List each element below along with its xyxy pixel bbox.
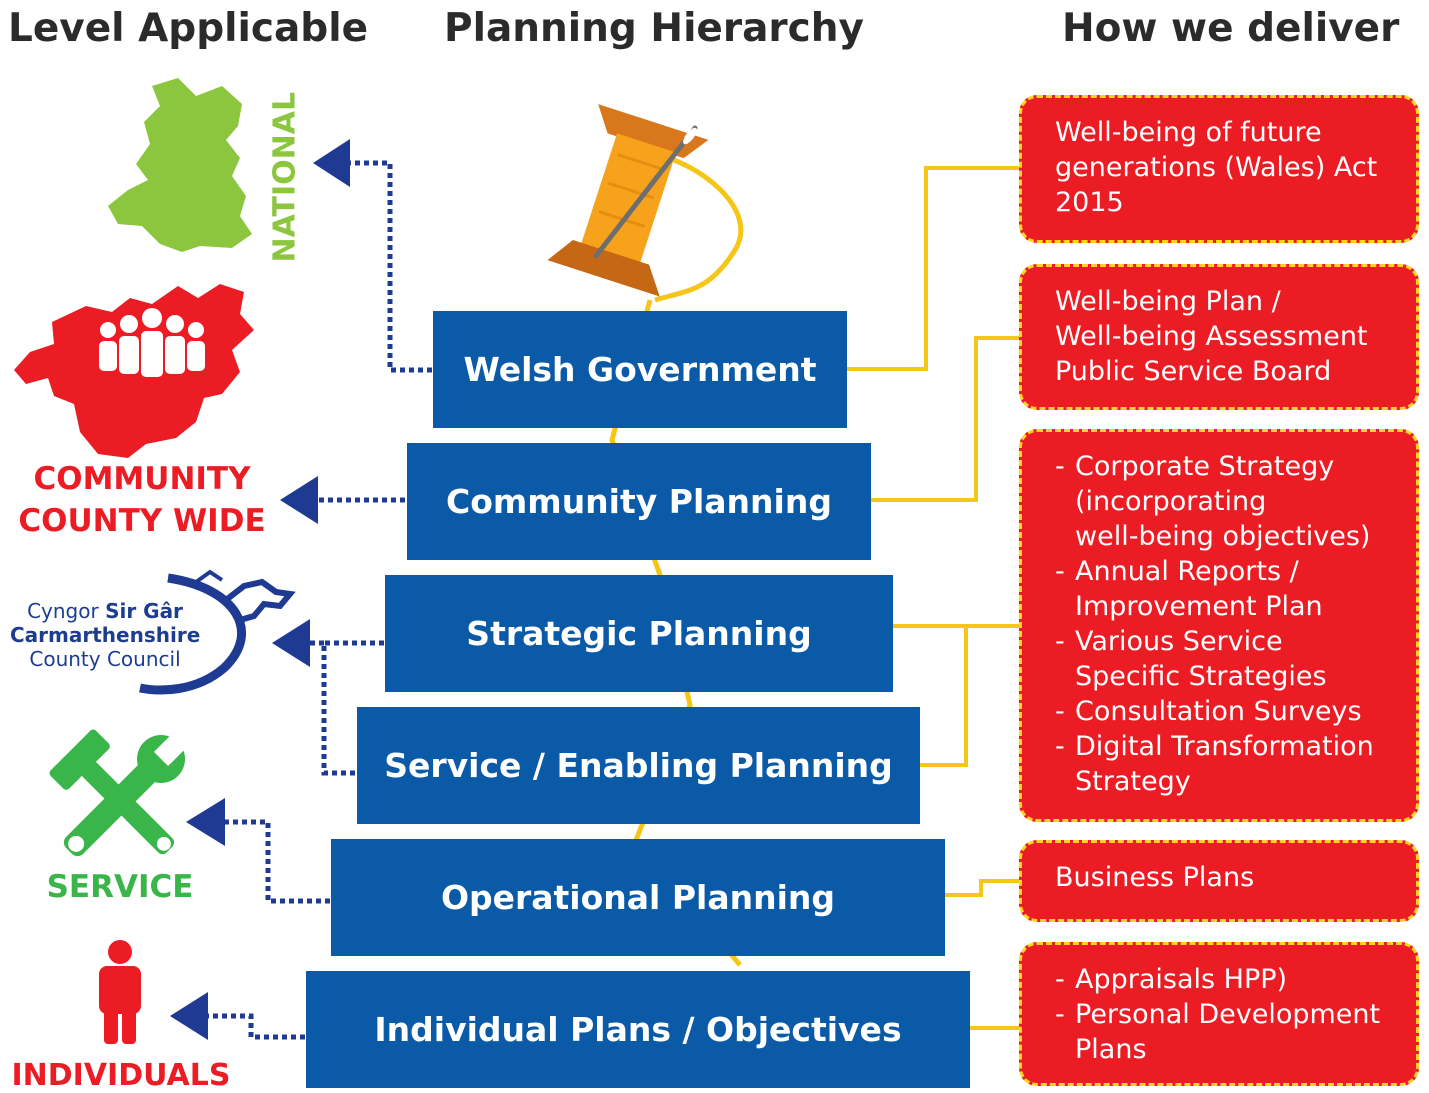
level-community-label: COMMUNITY COUNTY WIDE	[18, 458, 266, 542]
arrow-county-line	[321, 640, 384, 776]
item-line: Corporate Strategy	[1075, 451, 1335, 482]
council-line1-sirgar: Sir Gâr	[105, 599, 183, 623]
tier-strategic-planning: Strategic Planning	[385, 575, 893, 692]
item-line: well-being objectives)	[1075, 521, 1371, 552]
level-service-label: SERVICE	[46, 869, 194, 905]
wales-map-icon	[108, 78, 252, 252]
deliver-box-business-plans: Business Plans	[1019, 840, 1419, 922]
deliver-box-appraisals: Appraisals HPP) Personal Development Pla…	[1019, 942, 1419, 1086]
level-community-line1: COMMUNITY	[33, 461, 251, 497]
connector-3b	[920, 626, 968, 767]
deliver-box-wellbeing-line: Well-being Assessment	[1055, 321, 1368, 352]
tier-operational-planning: Operational Planning	[331, 839, 945, 956]
tier-welsh-government: Welsh Government	[433, 311, 847, 428]
item-line: Annual Reports /	[1075, 556, 1299, 587]
deliver-box-wellbeing-line: Public Service Board	[1055, 356, 1332, 387]
level-national-label: NATIONAL	[267, 91, 303, 263]
arrow-service-line	[225, 819, 330, 904]
deliver-item-digital-transformation: Digital Transformation Strategy	[1055, 729, 1402, 799]
item-line: Appraisals HPP)	[1075, 964, 1288, 995]
council-line1-cyngor: Cyngor	[27, 599, 106, 623]
level-individuals-label: INDIVIDUALS	[11, 1058, 231, 1093]
tools-icon	[49, 729, 190, 857]
arrow-national-head	[313, 139, 350, 187]
deliver-item-consultation-surveys: Consultation Surveys	[1055, 694, 1402, 729]
deliver-item-personal-development: Personal Development Plans	[1055, 997, 1402, 1067]
deliver-box-act-line: generations (Wales) Act	[1055, 152, 1378, 183]
heading-level-applicable: Level Applicable	[8, 6, 369, 51]
level-arrows	[170, 139, 432, 1040]
connector-1	[847, 166, 1020, 371]
item-line: Strategy	[1075, 766, 1191, 797]
item-line: Plans	[1075, 1034, 1147, 1065]
arrow-national-line	[350, 160, 432, 373]
arrow-service-head	[186, 798, 225, 846]
item-line: Various Service	[1075, 626, 1283, 657]
deliver-box-act: Well-being of future generations (Wales)…	[1019, 95, 1419, 243]
council-logo-text: Cyngor Sir Gâr Carmarthenshire County Co…	[10, 599, 200, 671]
deliver-box-business-plans-line: Business Plans	[1055, 862, 1255, 893]
deliver-item-service-strategies: Various Service Specific Strategies	[1055, 624, 1402, 694]
tier-service-enabling-planning: Service / Enabling Planning	[357, 707, 920, 824]
deliver-box-wellbeing: Well-being Plan / Well-being Assessment …	[1019, 264, 1419, 410]
item-line: Specific Strategies	[1075, 661, 1327, 692]
deliver-item-corporate-strategy: Corporate Strategy (incorporating well-b…	[1055, 449, 1402, 554]
item-line: Consultation Surveys	[1075, 696, 1362, 727]
arrow-individual-head	[170, 992, 208, 1040]
arrow-community-head	[280, 476, 318, 524]
heading-how-we-deliver: How we deliver	[1062, 6, 1400, 51]
council-line3: County Council	[29, 647, 181, 671]
heading-planning-hierarchy: Planning Hierarchy	[444, 6, 864, 51]
spool-needle-icon	[547, 104, 744, 303]
deliver-item-annual-reports: Annual Reports / Improvement Plan	[1055, 554, 1402, 624]
deliver-box-act-line: 2015	[1055, 187, 1124, 218]
council-line1: Cyngor Sir Gâr	[10, 599, 200, 623]
council-line2: Carmarthenshire	[10, 623, 201, 647]
dragon-logo-icon	[139, 569, 296, 695]
tier-connectors	[847, 166, 1020, 1030]
arrow-individual-line	[208, 1013, 305, 1040]
community-map-icon	[14, 284, 254, 458]
tier-individual-plans: Individual Plans / Objectives	[306, 971, 970, 1088]
deliver-box-act-line: Well-being of future	[1055, 117, 1322, 148]
arrow-county-head	[272, 619, 310, 667]
person-icon	[99, 940, 141, 1044]
deliver-box-wellbeing-line: Well-being Plan /	[1055, 286, 1281, 317]
item-line: Personal Development	[1075, 999, 1381, 1030]
item-line: Improvement Plan	[1075, 591, 1323, 622]
level-community-line2: COUNTY WIDE	[18, 503, 266, 539]
deliver-item-appraisals: Appraisals HPP)	[1055, 962, 1402, 997]
connector-4	[945, 879, 1020, 897]
item-line: (incorporating	[1075, 486, 1267, 517]
tier-community-planning: Community Planning	[407, 443, 871, 560]
connector-2	[871, 336, 1020, 502]
deliver-box-strategies: Corporate Strategy (incorporating well-b…	[1019, 429, 1419, 822]
item-line: Digital Transformation	[1075, 731, 1374, 762]
